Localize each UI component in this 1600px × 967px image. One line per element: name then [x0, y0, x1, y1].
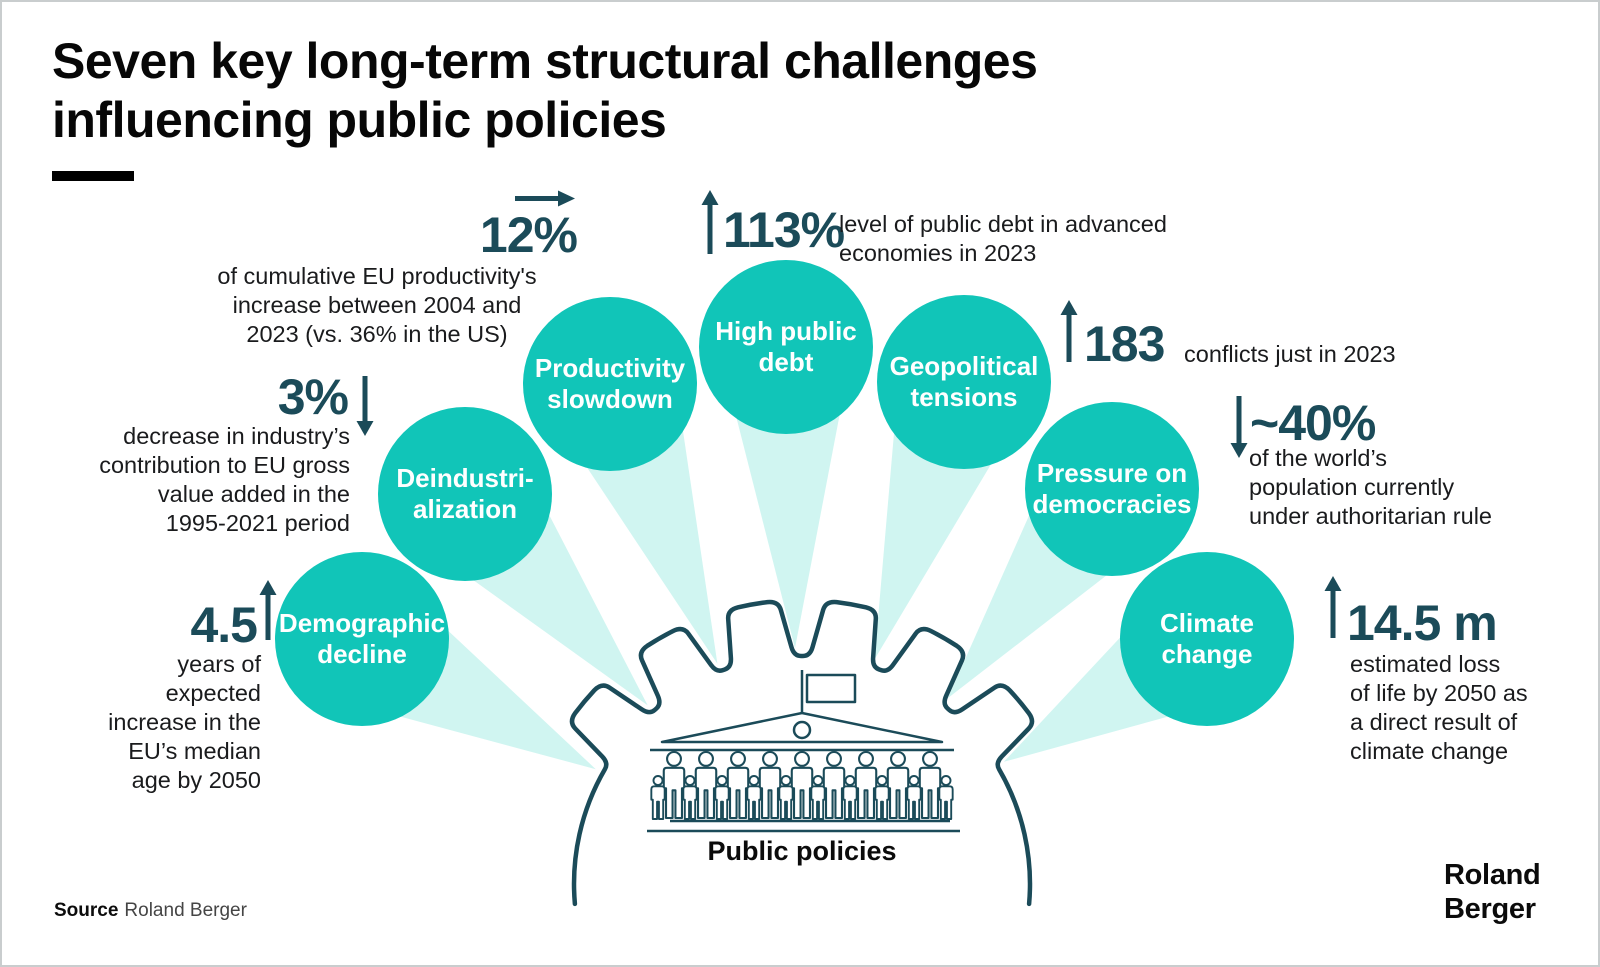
stat-value: 14.5 m [1347, 595, 1498, 651]
flag-icon [805, 673, 857, 704]
source-label: Source [54, 900, 119, 921]
stat-productivity-slowdown: 12% of cumulative EU productivity's incr… [177, 188, 578, 358]
challenge-circle-deindustrialization: Deindustri-alization [378, 407, 552, 581]
pediment-circle [792, 720, 812, 740]
stat-text: decrease in industry’s contribution to E… [99, 423, 350, 536]
arrow-down-icon [1230, 396, 1248, 458]
roland-berger-logo: Roland Berger [1444, 859, 1541, 925]
stat-text: conflicts just in 2023 [1184, 341, 1396, 367]
arrow-up-icon [259, 580, 277, 640]
arrow-right-icon [515, 190, 575, 207]
stat-geopolitical-tensions: 183 conflicts just in 2023 [1060, 300, 1440, 380]
citizens-icons [650, 750, 954, 820]
stat-pressure-on-democracies: ~40% of the world’s population currently… [1206, 392, 1546, 532]
stat-value: 12% [479, 207, 578, 263]
stat-text: of cumulative EU productivity's increase… [217, 263, 537, 347]
arrow-down-icon [356, 376, 374, 436]
title-line-1: Seven key long-term structural challenge… [52, 33, 1038, 89]
stat-text: of the world’s population currently unde… [1249, 445, 1492, 529]
arrow-up-icon [1060, 300, 1078, 362]
public-policies-label: Public policies [707, 836, 897, 866]
source-value: Roland Berger [124, 900, 247, 921]
parliament-building-icon [647, 670, 960, 833]
stat-demographic-decline: 4.5 years of expected increase in the EU… [62, 568, 277, 793]
title-line-2: influencing public policies [52, 92, 667, 148]
stat-value: 3% [277, 369, 349, 425]
stat-deindustrialization: 3% decrease in industry’s contribution t… [54, 364, 374, 536]
stat-value: 183 [1084, 316, 1165, 372]
stat-text: level of public debt in advanced economi… [839, 211, 1167, 266]
stat-value: 4.5 [190, 597, 258, 653]
circle-label: Deindustri-alization [396, 463, 534, 524]
stat-text: estimated loss of life by 2050 as a dire… [1350, 651, 1528, 764]
page-title: Seven key long-term structural challenge… [52, 32, 1038, 150]
stat-climate-change: 14.5 m estimated loss of life by 2050 as… [1302, 574, 1582, 764]
stat-value: 113% [723, 202, 845, 258]
arrow-up-icon [701, 190, 719, 254]
stat-high-public-debt: 113% level of public debt in advanced ec… [699, 190, 1219, 280]
stat-value: ~40% [1250, 395, 1376, 451]
stat-text: years of expected increase in the EU’s m… [108, 651, 261, 793]
arrow-up-icon [1324, 576, 1342, 638]
title-underline [52, 171, 134, 181]
